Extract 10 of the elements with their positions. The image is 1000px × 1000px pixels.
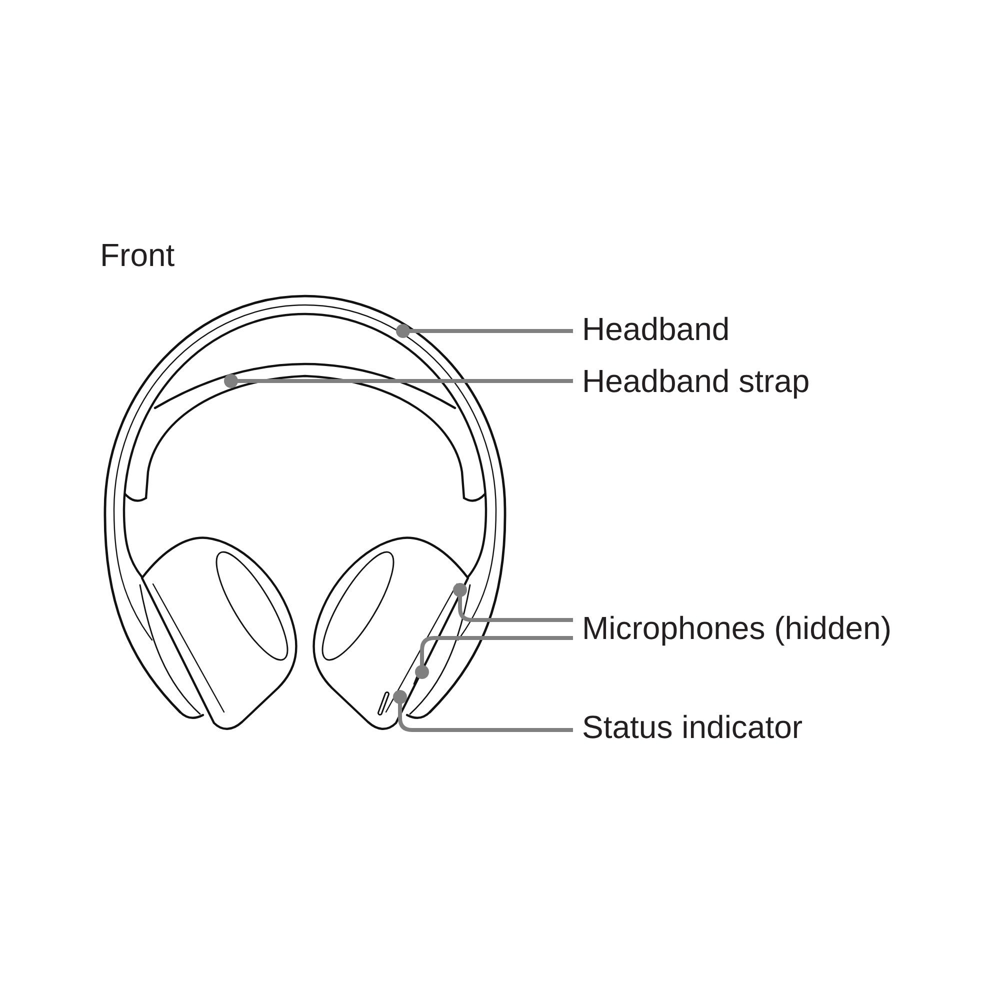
leader-line (393, 690, 573, 732)
leader-line (415, 636, 573, 679)
part-label: Headband strap (582, 362, 810, 400)
part-label: Headband (582, 310, 730, 348)
leader-line (396, 324, 573, 338)
view-label: Front (100, 236, 175, 274)
leader-line (224, 374, 573, 388)
part-label: Microphones (hidden) (582, 609, 892, 647)
leader-line (453, 583, 573, 622)
part-label: Status indicator (582, 708, 803, 746)
